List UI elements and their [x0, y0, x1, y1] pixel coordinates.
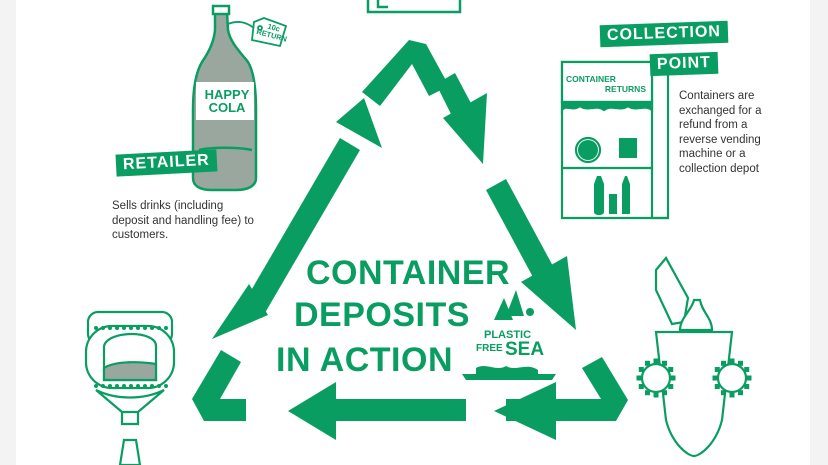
- gear-tooth: [653, 392, 659, 398]
- capsule-dot: [129, 384, 133, 388]
- top-partial-icon: [366, 0, 462, 14]
- capsule-dot: [115, 326, 119, 330]
- capsule-dot: [150, 384, 154, 388]
- machine-sign: CONTAINER RETURNS: [566, 74, 650, 94]
- capsule-dot: [143, 384, 147, 388]
- title-line-2: DEPOSITS: [294, 296, 470, 334]
- gear-tooth: [712, 375, 718, 381]
- capsule-dot: [157, 384, 161, 388]
- gear-tooth: [738, 360, 743, 366]
- capsule-dots: [94, 326, 168, 388]
- gear-tooth: [714, 367, 720, 372]
- collection-label: COLLECTION: [599, 20, 729, 48]
- capsule-dot: [143, 326, 147, 330]
- machine-sign-line-1: CONTAINER: [566, 74, 616, 84]
- plastic-free-sea-graphic: [462, 290, 556, 380]
- capsule-dot: [164, 326, 168, 330]
- gear-tooth: [645, 360, 650, 366]
- collection-description: Containers are exchanged for a refund fr…: [679, 90, 762, 175]
- capsule-dot: [136, 326, 140, 330]
- capsule-dot: [115, 384, 119, 388]
- gear-tooth: [721, 360, 726, 366]
- diagram-graphics: [84, 0, 752, 465]
- point-label: POINT: [649, 51, 719, 77]
- title-line-1: CONTAINER: [306, 254, 511, 292]
- capsule-dot: [136, 384, 140, 388]
- bottle-tag: [227, 17, 288, 48]
- gear-tooth: [729, 358, 735, 364]
- capsule-dot: [122, 384, 126, 388]
- arrow-bottom-mid-shaft: [334, 399, 466, 421]
- capsule-dot: [94, 384, 98, 388]
- bottle-brand-line-2: COLA: [208, 100, 246, 115]
- arrow-right-lower-shaft: [486, 179, 554, 279]
- recycle-triangle: [192, 40, 628, 440]
- gear-tooth: [653, 358, 659, 364]
- gear-tooth: [668, 384, 674, 389]
- arrow-bottom-right-corner: [556, 357, 628, 421]
- capsule-dot: [94, 326, 98, 330]
- crusher: [640, 256, 748, 458]
- arrow-right-upper-head: [443, 93, 487, 164]
- machine-sign-line-2: RETURNS: [604, 84, 646, 94]
- gear-tooth: [662, 360, 667, 366]
- gear-tooth: [729, 392, 735, 398]
- gear-tooth: [738, 390, 743, 396]
- bottle-label: HAPPY COLA: [202, 88, 252, 114]
- crusher-gears: [636, 358, 752, 398]
- arrow-apex: [362, 40, 449, 106]
- gear-tooth: [744, 384, 750, 389]
- sea-label: SEA: [505, 339, 545, 360]
- gear-tooth: [638, 384, 644, 389]
- capsule-dot: [129, 326, 133, 330]
- gear-tooth: [662, 390, 667, 396]
- gear-tooth: [636, 375, 642, 381]
- capsule-dot: [101, 326, 105, 330]
- gear-tooth: [746, 375, 752, 381]
- arrow-left-shaft: [242, 138, 360, 318]
- capsule-dot: [150, 326, 154, 330]
- title-line-3: IN ACTION: [276, 341, 454, 379]
- gear-tooth: [670, 375, 676, 381]
- collection-capsule: [84, 310, 176, 465]
- retailer-description: Sells drinks (including deposit and hand…: [112, 200, 254, 241]
- arrow-bottom-left-corner: [192, 350, 246, 421]
- gear-tooth: [645, 390, 650, 396]
- capsule-dot: [164, 384, 168, 388]
- capsule-dot: [122, 326, 126, 330]
- gear-tooth: [721, 390, 726, 396]
- gear-tooth: [744, 367, 750, 372]
- capsule-dot: [157, 326, 161, 330]
- free-label: FREE: [476, 343, 503, 354]
- gear-tooth: [714, 384, 720, 389]
- capsule-dot: [108, 384, 112, 388]
- arrow-right-lower-head: [521, 256, 576, 330]
- cola-bottle: [191, 4, 258, 192]
- capsule-dot: [101, 384, 105, 388]
- arrow-bottom-shaft-right: [506, 399, 556, 421]
- arrow-bottom-mid-head: [288, 382, 336, 440]
- reverse-vending-machine: [560, 60, 670, 220]
- capsule-dot: [108, 326, 112, 330]
- bottle-brand-line-1: HAPPY: [204, 87, 250, 102]
- infographic-canvas: CONTAINER DEPOSITS IN ACTION HAPPY COLA …: [16, 0, 810, 465]
- gear-tooth: [638, 367, 644, 372]
- gear-tooth: [668, 367, 674, 372]
- plastic-label: PLASTIC: [484, 329, 532, 341]
- arrow-left-upper-head: [336, 98, 382, 148]
